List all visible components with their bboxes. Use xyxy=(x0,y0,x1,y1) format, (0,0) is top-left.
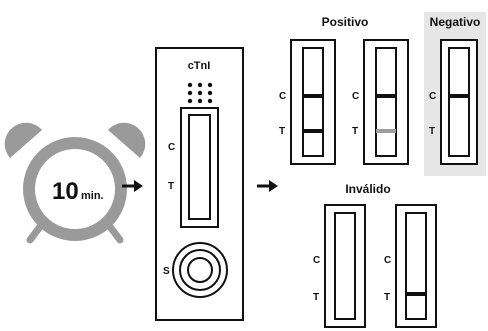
cassette-label-test: T xyxy=(168,181,174,192)
arrow-right-icon xyxy=(122,180,143,192)
negative-heading: Negativo xyxy=(430,15,481,29)
dropper-dots-icon xyxy=(187,82,213,104)
strip-label-control: C xyxy=(429,91,436,102)
positive-heading: Positivo xyxy=(322,15,369,29)
strip-label-test: T xyxy=(429,126,435,137)
alarm-face xyxy=(35,149,115,229)
invalid-strip-1: C T xyxy=(313,204,366,328)
sample-well-inner xyxy=(187,257,213,283)
strip-label-control: C xyxy=(352,91,359,102)
test-line-faint xyxy=(376,129,396,133)
control-line xyxy=(376,94,396,98)
positive-strip-1: C T xyxy=(279,39,336,165)
cassette-label-sample: S xyxy=(163,266,170,277)
positive-strip-2: C T xyxy=(352,39,409,165)
control-line xyxy=(303,94,323,98)
invalid-heading: Inválido xyxy=(345,182,390,196)
arrow-right-icon xyxy=(257,180,278,192)
timer-value: 10 xyxy=(52,178,79,205)
cassette-label-control: C xyxy=(168,142,175,153)
test-cassette: cTnI C T S xyxy=(155,47,244,321)
alarm-bell-right xyxy=(108,122,146,158)
invalid-strip-2: C T xyxy=(384,204,437,328)
strip-label-test: T xyxy=(384,292,390,303)
alarm-clock-icon: 10 min. xyxy=(4,122,146,244)
strip-label-test: T xyxy=(313,292,319,303)
alarm-bell-left xyxy=(4,122,42,158)
strip-label-test: T xyxy=(279,126,285,137)
cassette-title: cTnI xyxy=(188,60,211,72)
negative-strip-1: C T xyxy=(429,39,478,165)
strip-label-control: C xyxy=(384,255,391,266)
test-line xyxy=(406,292,426,296)
strip-label-control: C xyxy=(313,255,320,266)
test-line xyxy=(303,129,323,133)
strip-label-control: C xyxy=(279,91,286,102)
timer-unit: min. xyxy=(81,190,104,202)
strip-label-test: T xyxy=(352,126,358,137)
cassette-window-inner xyxy=(188,114,211,220)
control-line xyxy=(449,94,469,98)
